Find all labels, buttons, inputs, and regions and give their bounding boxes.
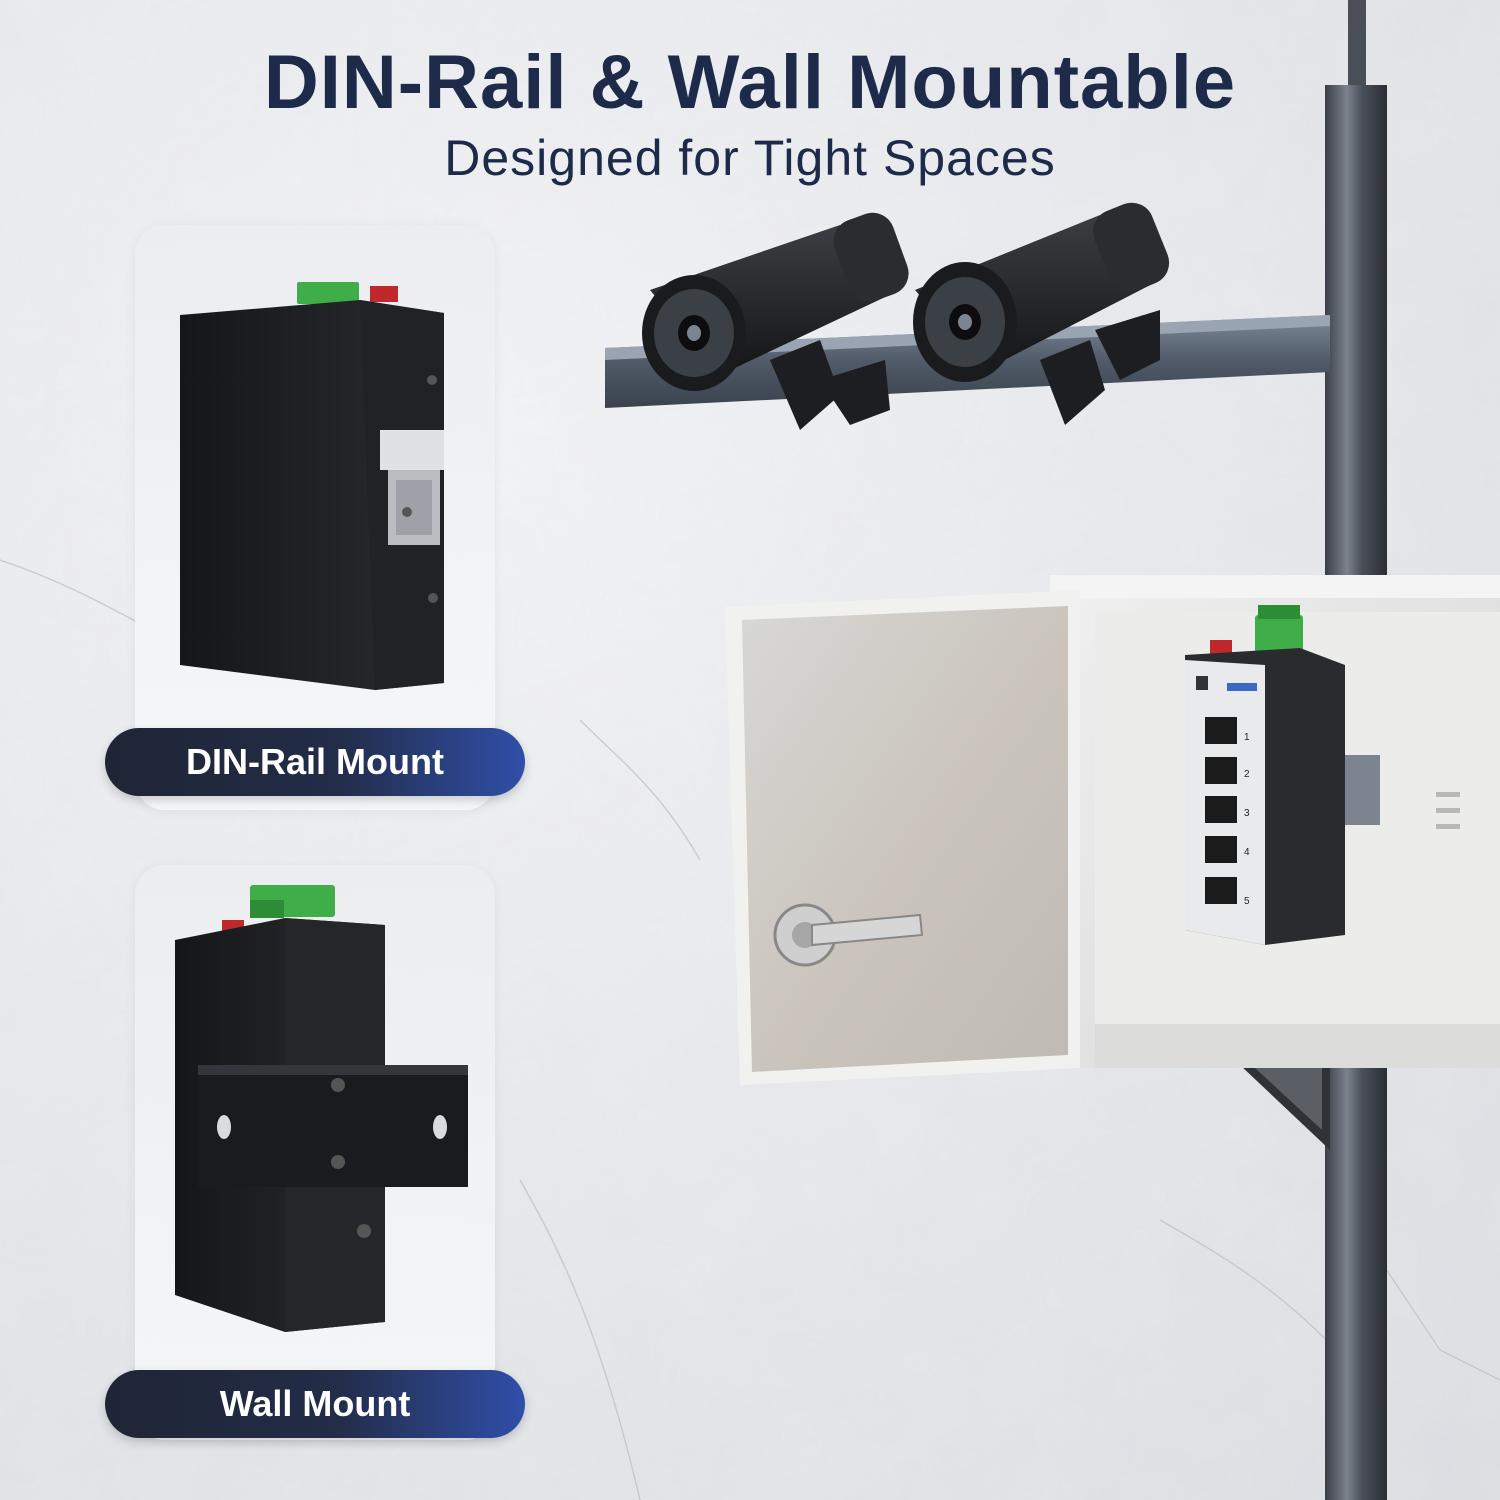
outdoor-enclosure — [725, 575, 1500, 1150]
port-number-1: 1 — [1244, 732, 1250, 743]
port-number-5: 5 — [1244, 896, 1250, 907]
port-number-3: 3 — [1244, 808, 1250, 819]
page-title: DIN-Rail & Wall Mountable — [263, 40, 1237, 125]
port-number-4: 4 — [1244, 847, 1250, 858]
din-rail-device — [180, 282, 444, 690]
din-rail-mount-label: DIN-Rail Mount — [105, 728, 525, 796]
page-subtitle: Designed for Tight Spaces — [444, 130, 1056, 186]
camera-2 — [913, 202, 1170, 425]
wall-mount-label: Wall Mount — [105, 1370, 525, 1438]
camera-1 — [642, 212, 909, 430]
port-number-2: 2 — [1244, 769, 1250, 780]
din-rail-mount-text: DIN-Rail Mount — [186, 741, 444, 782]
wall-mount-device — [175, 885, 468, 1332]
wall-mount-text: Wall Mount — [219, 1383, 411, 1424]
industrial-switch-installed — [1185, 605, 1345, 945]
